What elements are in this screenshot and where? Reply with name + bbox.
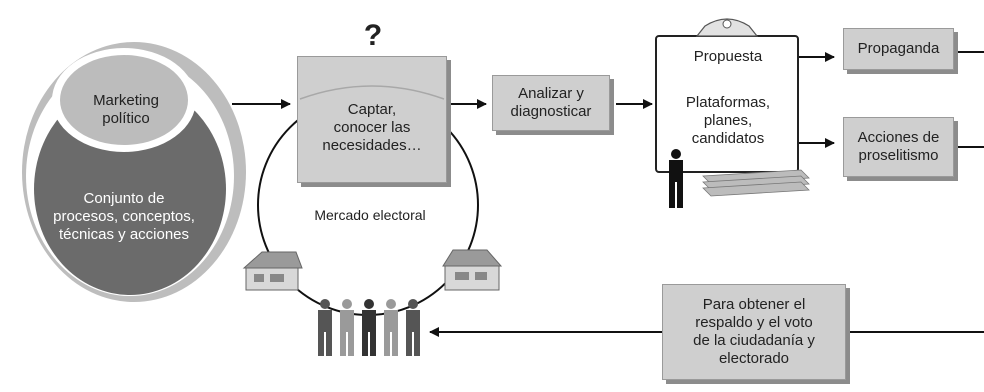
house-left-icon xyxy=(242,251,303,291)
actions-box: Acciones de proselitismo xyxy=(843,117,954,177)
capture-text: Captar, conocer las necesidades… xyxy=(322,100,422,154)
marketing-description: Conjunto de procesos, conceptos, técnica… xyxy=(53,190,195,243)
analyze-box: Analizar y diagnosticar xyxy=(492,75,610,131)
capture-box-arc xyxy=(299,85,445,100)
proposal-items: Plataformas, planes, candidatos xyxy=(685,94,771,147)
proposal-title: Propuesta xyxy=(693,48,763,65)
marketing-title: Marketing político xyxy=(93,92,159,127)
proposal-clipboard xyxy=(655,18,799,173)
people-group-icon xyxy=(318,299,420,356)
marketing-oval xyxy=(22,42,246,302)
house-right-icon xyxy=(442,249,503,291)
presenter-person-icon xyxy=(669,149,810,208)
support-box: Para obtener el respaldo y el voto de la… xyxy=(662,284,846,380)
question-mark: ? xyxy=(363,19,383,52)
propaganda-box: Propaganda xyxy=(843,28,954,70)
market-label: Mercado electoral xyxy=(314,207,426,223)
capture-box: Captar, conocer las necesidades… xyxy=(297,56,447,183)
